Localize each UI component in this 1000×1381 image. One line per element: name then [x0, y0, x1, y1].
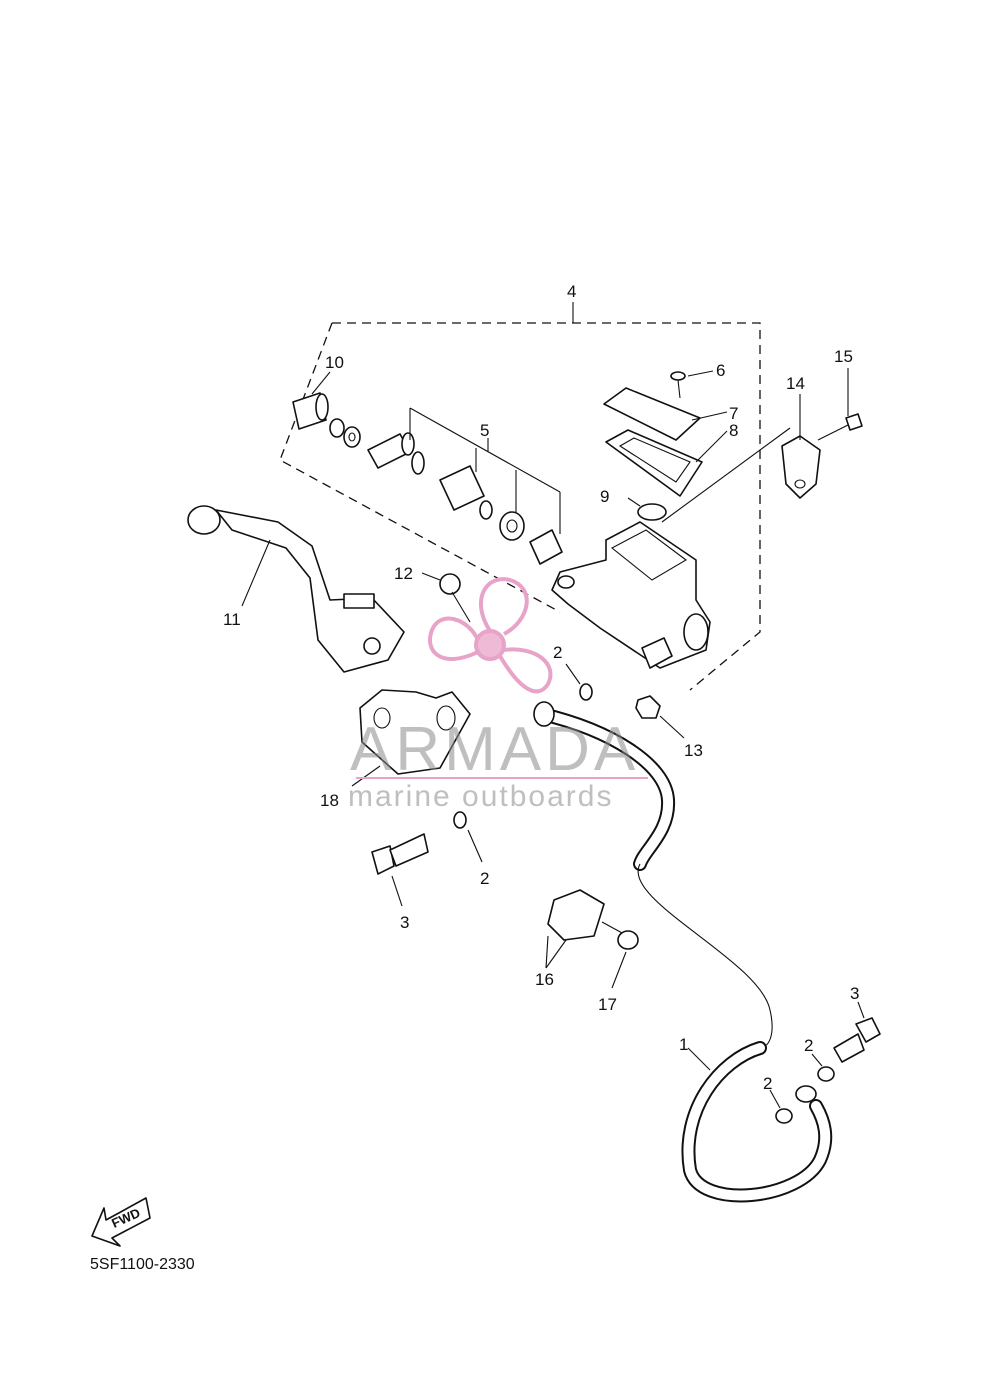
switch-18 — [351, 689, 471, 787]
propeller-logo — [428, 577, 553, 694]
callout-16: 16 — [535, 970, 554, 989]
banjo-bolt-3-lower — [833, 1001, 881, 1063]
callout-13: 13 — [684, 741, 703, 760]
screw-6 — [670, 370, 714, 399]
callout-2-middle: 2 — [480, 869, 489, 888]
callout-3-lower: 3 — [850, 984, 859, 1003]
banjo-bolt-3-upper — [371, 833, 429, 907]
callout-4: 4 — [567, 282, 576, 301]
bolt-15 — [817, 368, 863, 441]
reservoir-cap-7 — [603, 387, 728, 441]
callout-15: 15 — [834, 347, 853, 366]
callout-2-upper: 2 — [553, 643, 562, 662]
bolt-17 — [601, 921, 639, 989]
brake-lever-11 — [187, 505, 405, 673]
callout-2-right: 2 — [804, 1036, 813, 1055]
callout-5: 5 — [480, 421, 489, 440]
piston-kit-5 — [367, 407, 563, 565]
callout-12: 12 — [394, 564, 413, 583]
master-cylinder-body — [551, 427, 791, 669]
pivot-bolt-12 — [421, 572, 471, 623]
callout-labels: 4 10 6 15 14 7 5 8 9 12 11 2 13 18 2 3 1… — [223, 282, 859, 1093]
assembly-4-boundary — [279, 302, 761, 691]
callout-17: 17 — [598, 995, 617, 1014]
callout-7: 7 — [729, 404, 738, 423]
drawing-code: 5SF1100-2330 — [90, 1256, 195, 1273]
washers-2 — [453, 663, 835, 1124]
watermark-tagline: marine outboards — [348, 780, 613, 813]
callout-11: 11 — [223, 610, 241, 629]
callout-6: 6 — [716, 361, 725, 380]
callout-10: 10 — [325, 353, 344, 372]
armada-watermark: ARMADA marine outboards — [348, 577, 648, 813]
nut-13 — [635, 695, 685, 739]
watermark-brand: ARMADA — [350, 715, 639, 784]
diaphragm-8 — [605, 429, 728, 497]
dust-boot-10 — [292, 371, 361, 448]
callout-3-upper: 3 — [400, 913, 409, 932]
holder-clamp-14 — [781, 394, 821, 499]
callout-14: 14 — [786, 374, 805, 393]
callout-1: 1 — [679, 1035, 688, 1054]
callout-2-lower: 2 — [763, 1074, 772, 1093]
fwd-arrow: FWD — [91, 1197, 151, 1247]
hose-guide-16 — [545, 889, 605, 969]
callout-18: 18 — [320, 791, 339, 810]
float-9 — [627, 497, 667, 521]
callout-9: 9 — [600, 487, 609, 506]
brake-hose-1 — [533, 701, 833, 1203]
callout-8: 8 — [729, 421, 738, 440]
